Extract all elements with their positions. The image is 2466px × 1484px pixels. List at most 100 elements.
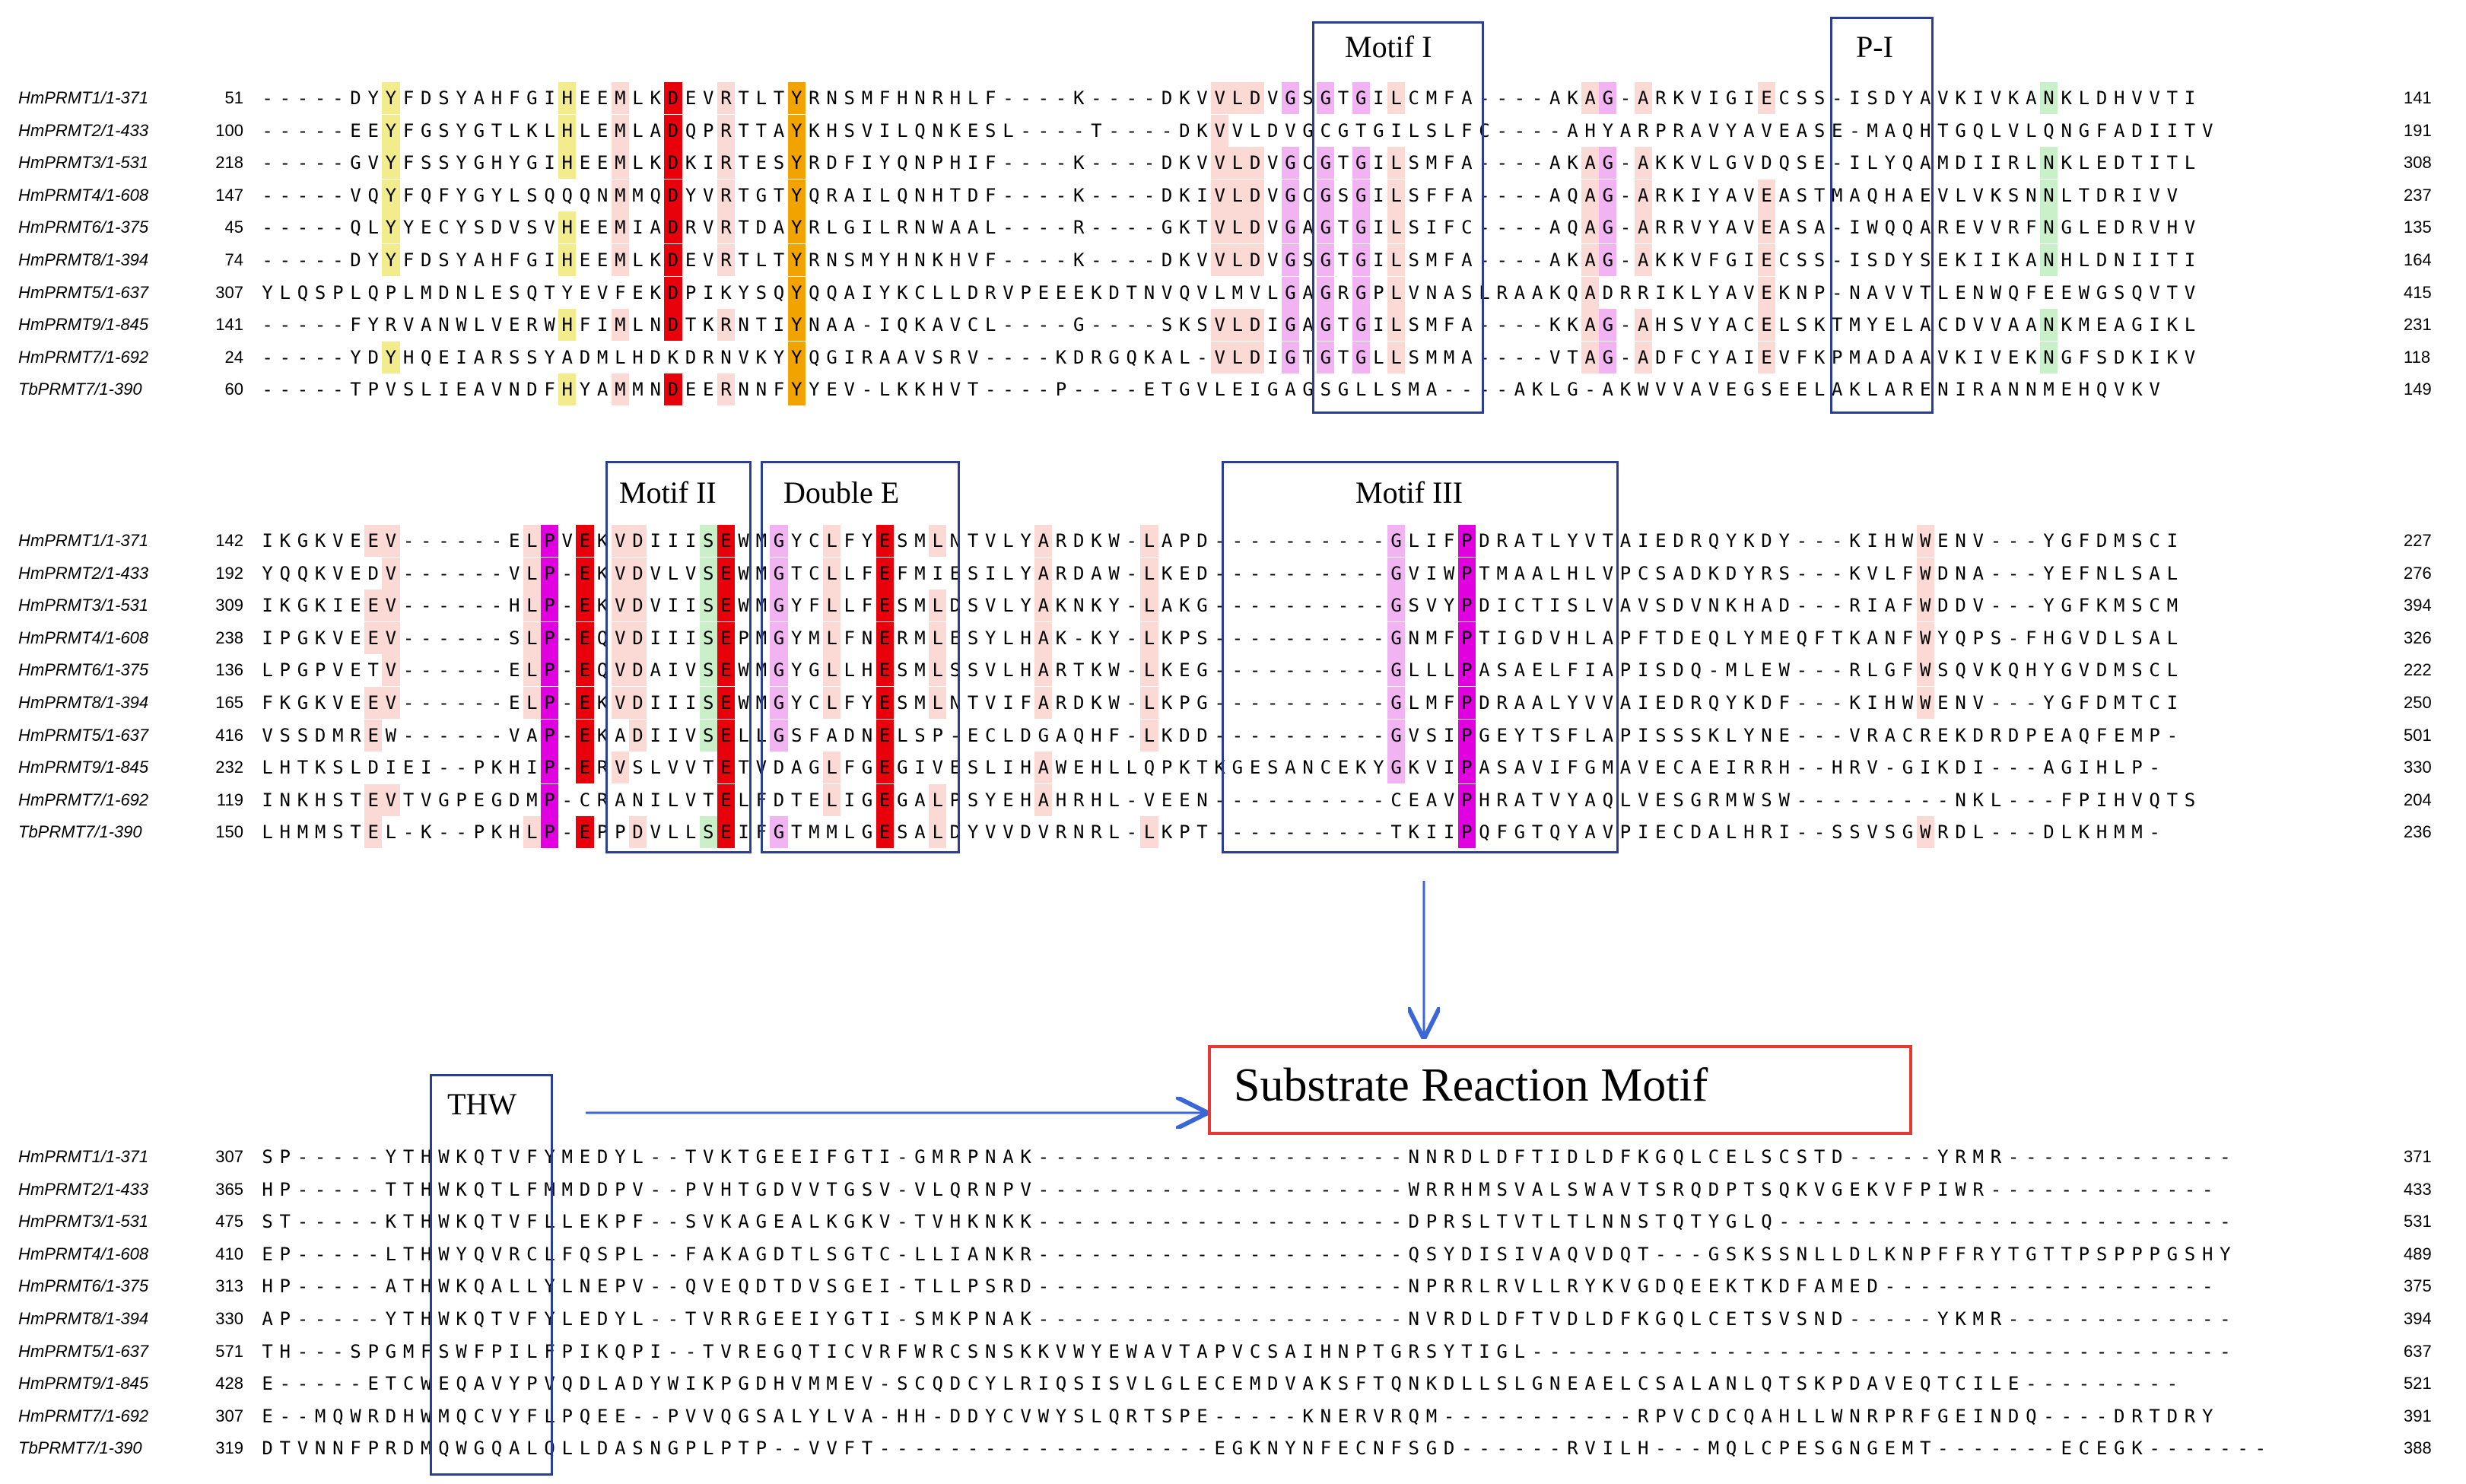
- residue: Q: [2043, 119, 2054, 141]
- residue: L: [1408, 530, 1419, 551]
- residue: Y: [1743, 562, 1755, 584]
- residue: -: [1355, 595, 1367, 617]
- residue: L: [523, 557, 541, 589]
- residue: W: [738, 692, 749, 713]
- residue: I: [456, 346, 467, 368]
- residue: V: [879, 1178, 891, 1200]
- residue: V: [1690, 249, 1702, 271]
- end-position: 118: [2404, 347, 2431, 367]
- residue: T: [1479, 562, 1490, 584]
- residue: G: [897, 789, 908, 811]
- residue: M: [809, 821, 820, 844]
- residue: D: [949, 1373, 961, 1395]
- residue: Y: [402, 217, 415, 239]
- residue: -: [2026, 1438, 2037, 1460]
- residue: Q: [1690, 659, 1702, 682]
- residue: L: [1228, 309, 1247, 342]
- start-position: 74: [224, 250, 243, 269]
- residue: L: [1140, 621, 1158, 654]
- residue: K: [1302, 1405, 1314, 1427]
- residue: L: [1972, 821, 1984, 844]
- residue: K: [703, 314, 714, 336]
- residue: -: [279, 249, 291, 271]
- residue: D: [1955, 314, 1966, 336]
- residue: V: [1743, 152, 1755, 174]
- residue: I: [667, 627, 679, 649]
- residue: R: [932, 87, 943, 109]
- residue: M: [2043, 379, 2054, 401]
- residue: S: [914, 724, 926, 746]
- residue: -: [1355, 1308, 1367, 1330]
- residue: I: [667, 724, 679, 746]
- residue: V: [1690, 595, 1702, 617]
- residue: -: [314, 1146, 326, 1168]
- residue: F: [2026, 281, 2037, 303]
- residue: V: [1373, 1405, 1384, 1427]
- residue: F: [1425, 184, 1438, 206]
- residue: H: [2026, 659, 2037, 682]
- start-position: 218: [215, 153, 243, 173]
- residue: V: [2184, 217, 2196, 239]
- start-position: 330: [215, 1309, 243, 1328]
- residue: A: [1584, 789, 1596, 811]
- residue: -: [314, 119, 326, 141]
- residue: -: [1038, 152, 1050, 174]
- residue: V: [332, 692, 344, 713]
- residue: M: [332, 724, 344, 746]
- residue: H: [508, 595, 520, 617]
- residue: -: [1549, 1340, 1561, 1362]
- residue: -: [1126, 249, 1137, 271]
- residue: -: [1038, 346, 1050, 368]
- residue: L: [667, 789, 679, 811]
- residue: S: [861, 1178, 873, 1200]
- residue: -: [2184, 1211, 2196, 1233]
- residue: N: [1408, 627, 1419, 649]
- residue: M: [611, 211, 629, 244]
- residue: -: [402, 821, 415, 844]
- residue: -: [985, 346, 996, 368]
- residue: H: [421, 1146, 432, 1168]
- residue: K: [1531, 379, 1543, 401]
- residue: F: [526, 1178, 538, 1200]
- residue: F: [544, 379, 555, 401]
- residue: -: [1249, 821, 1261, 844]
- residue: -: [473, 627, 485, 649]
- residue: G: [526, 152, 538, 174]
- residue: A: [1619, 692, 1632, 713]
- residue: T: [2007, 1243, 2020, 1265]
- residue: -: [1038, 217, 1050, 239]
- residue: H: [1743, 821, 1755, 844]
- residue: Y: [1884, 152, 1896, 174]
- residue: -: [314, 1340, 326, 1362]
- residue: -: [1126, 692, 1137, 713]
- residue: S: [473, 217, 485, 239]
- residue: T: [2149, 1405, 2160, 1427]
- residue: -: [2007, 789, 2020, 811]
- residue: L: [1743, 1438, 1755, 1460]
- residue: T: [402, 1178, 415, 1200]
- residue: L: [1549, 530, 1561, 551]
- residue: F: [861, 562, 873, 584]
- residue: L: [1584, 724, 1596, 746]
- residue: K: [1003, 1211, 1014, 1233]
- residue: Y: [685, 184, 697, 206]
- residue: -: [1302, 724, 1314, 746]
- residue: V: [1972, 184, 1984, 206]
- residue: I: [861, 184, 873, 206]
- residue: -: [1285, 1178, 1296, 1200]
- residue: A: [1461, 249, 1473, 271]
- residue: D: [1073, 530, 1085, 551]
- residue: -: [1937, 789, 1949, 811]
- residue: L: [1549, 1211, 1561, 1233]
- residue: S: [1796, 184, 1808, 206]
- residue: F: [1355, 1373, 1367, 1395]
- residue: -: [1373, 627, 1384, 649]
- residue: E: [350, 530, 361, 551]
- residue: D: [1567, 1308, 1578, 1330]
- residue: H: [2043, 627, 2054, 649]
- residue: -: [650, 1211, 661, 1233]
